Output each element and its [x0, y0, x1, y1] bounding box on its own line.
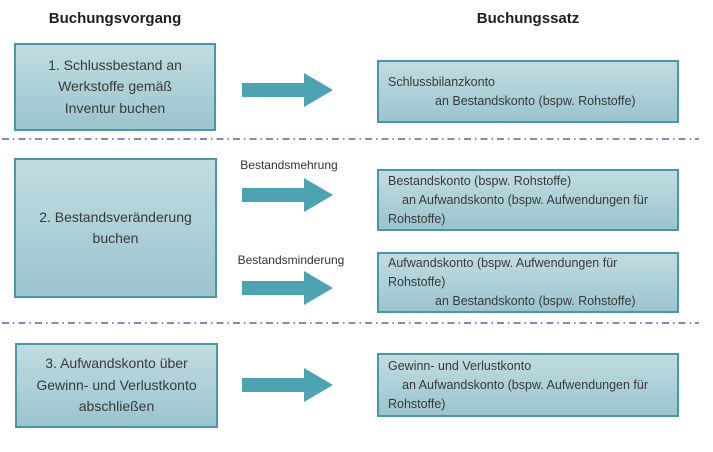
column-header-buchungssatz: Buchungssatz — [476, 10, 580, 27]
entry-line: Rohstoffe) — [388, 275, 446, 289]
entry-line: Bestandskonto (bspw. Rohstoffe) — [388, 173, 572, 188]
entry-line: Rohstoffe) — [388, 211, 446, 226]
entry-line: an Aufwandskonto (bspw. Aufwendungen für — [402, 192, 649, 207]
flow-arrow-icon — [242, 367, 334, 403]
section-divider — [0, 137, 713, 141]
process-box-1-line: 1. Schlussbestand an — [48, 56, 182, 73]
process-box-1-line: Werkstoffe gemäß — [58, 78, 172, 95]
arrow-label-bestandsmehrung: Bestandsmehrung — [240, 158, 338, 172]
entry-line: an Bestandskonto (bspw. Rohstoffe) — [435, 294, 636, 308]
entry-box-1: Schlussbilanzkonto an Bestandskonto (bsp… — [377, 60, 679, 123]
process-box-3: 3. Aufwandskonto über Gewinn- und Verlus… — [15, 343, 218, 428]
process-box-2-line: 2. Bestandsveränderung — [39, 208, 192, 225]
entry-line: Schlussbilanzkonto — [388, 74, 496, 89]
entry-line: Aufwandskonto (bspw. Aufwendungen für — [388, 256, 618, 270]
column-header-buchungsvorgang: Buchungsvorgang — [48, 10, 182, 27]
entry-line: an Bestandskonto (bspw. Rohstoffe) — [435, 93, 636, 108]
section-divider — [0, 321, 713, 325]
entry-line: Rohstoffe) — [388, 396, 446, 411]
process-box-1: 1. Schlussbestand an Werkstoffe gemäß In… — [14, 43, 216, 131]
entry-line: an Aufwandskonto (bspw. Aufwendungen für — [402, 377, 649, 392]
flow-arrow-icon — [242, 72, 334, 108]
entry-box-3: Gewinn- und Verlustkonto an Aufwandskont… — [377, 353, 679, 417]
entry-box-2b: Aufwandskonto (bspw. Aufwendungen für Ro… — [377, 252, 679, 313]
process-box-2: 2. Bestandsveränderung buchen — [14, 158, 217, 298]
process-box-1-line: Inventur buchen — [64, 99, 166, 116]
process-box-3-line: 3. Aufwandskonto über — [45, 355, 188, 372]
process-box-3-line: abschließen — [78, 398, 155, 415]
process-box-3-line: Gewinn- und Verlustkonto — [36, 376, 197, 393]
process-box-2-line: buchen — [92, 230, 139, 246]
arrow-label-bestandsminderung: Bestandsminderung — [237, 253, 345, 267]
flow-arrow-icon — [242, 177, 334, 213]
entry-line: Gewinn- und Verlustkonto — [388, 358, 532, 373]
flow-arrow-icon — [242, 270, 334, 306]
entry-box-2a: Bestandskonto (bspw. Rohstoffe) an Aufwa… — [377, 169, 679, 231]
